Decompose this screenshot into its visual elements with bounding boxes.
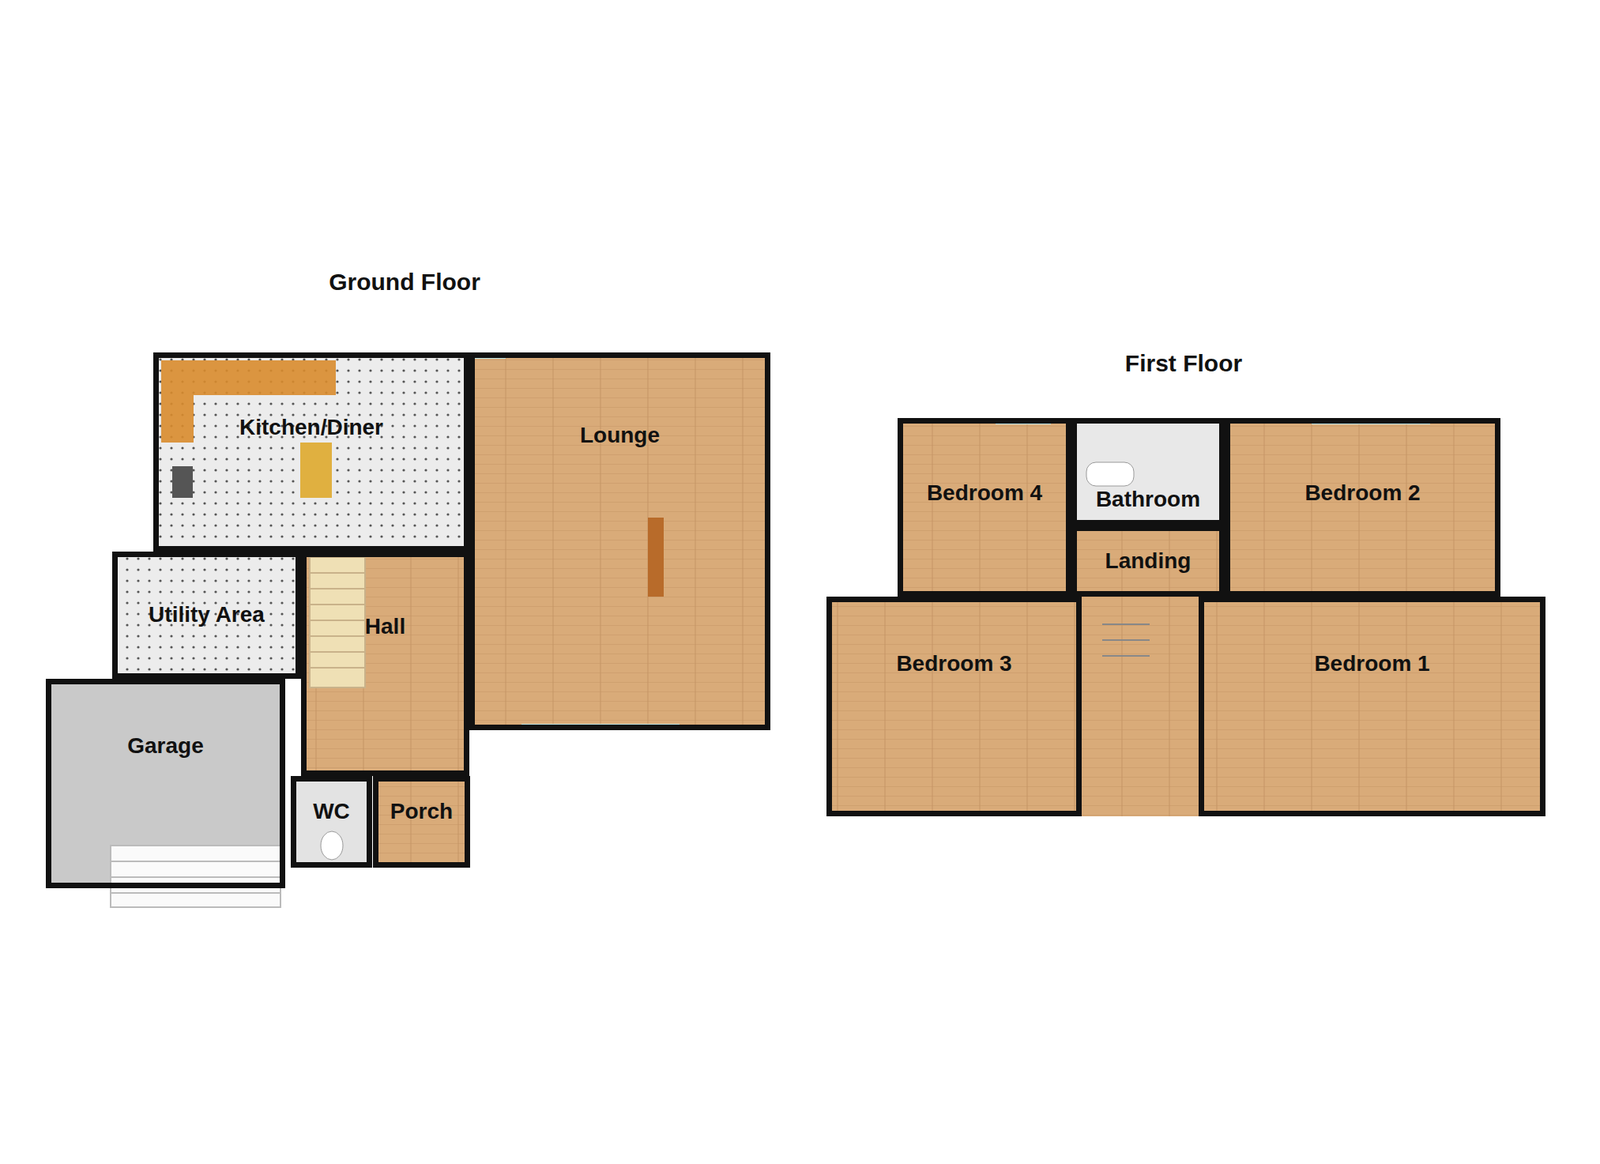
floor-plan: Ground FloorKitchen/Diner LoungeUtility A… — [41, 265, 776, 898]
room: Bedroom 4 — [897, 417, 1072, 597]
floor-heading: Ground Floor — [328, 268, 481, 296]
room: Bedroom 2 — [1224, 417, 1501, 597]
room-label: Bathroom — [1092, 485, 1204, 514]
floor-plan: First FloorBedroom 4 Bathroom Bedroom 2 Lan… — [816, 346, 1556, 832]
room-floors — [45, 352, 1546, 889]
room-label: Landing — [1102, 546, 1195, 576]
room: Porch — [372, 775, 471, 868]
room: WC — [290, 775, 373, 868]
room-label: Bedroom 3 — [892, 649, 1015, 678]
room-label: Porch — [387, 797, 456, 826]
room-label: Utility Area — [145, 600, 268, 629]
room-label: Bedroom 4 — [923, 478, 1046, 508]
room-label: Bedroom 1 — [1310, 649, 1433, 678]
floor-heading: First Floor — [1125, 350, 1243, 377]
room: Garage — [45, 678, 286, 889]
room-label: WC — [309, 797, 354, 826]
room-label: Bedroom 2 — [1301, 478, 1424, 508]
room: Bathroom — [1071, 417, 1225, 526]
room-label: Hall — [361, 612, 409, 641]
room: Bedroom 3 — [826, 596, 1082, 817]
room: Bedroom 1 — [1198, 596, 1546, 817]
room: Utility Area — [112, 551, 302, 679]
room: Landing — [1071, 525, 1225, 597]
room-label: Kitchen/Diner — [236, 413, 387, 442]
room-label: Garage — [124, 731, 208, 761]
room: Lounge — [469, 352, 771, 731]
room: Hall — [301, 551, 470, 776]
room-label: Lounge — [576, 421, 663, 450]
fixtures — [110, 352, 1431, 908]
room: Kitchen/Diner — [153, 352, 470, 552]
